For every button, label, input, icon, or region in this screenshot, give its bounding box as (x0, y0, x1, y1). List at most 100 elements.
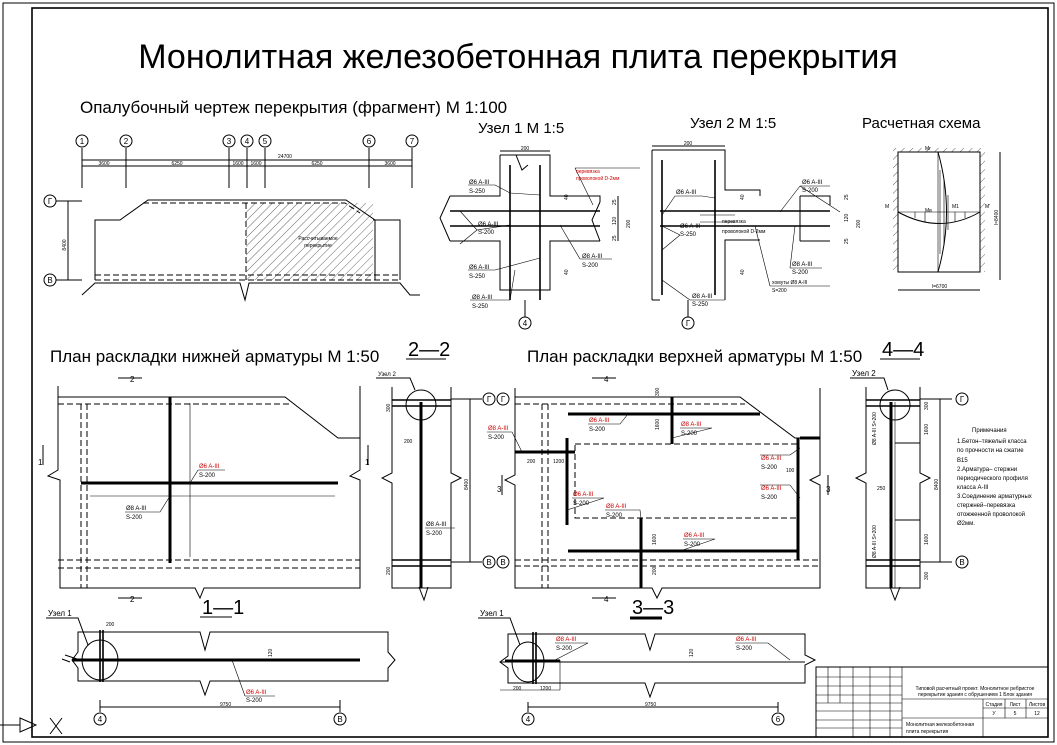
axis-label: 6 (776, 715, 781, 724)
dim-text: 300 (924, 571, 930, 580)
title-block: Типовой расчетный проект. Монолитное реб… (815, 666, 1049, 738)
rebar-label: S-200 (802, 188, 819, 194)
notes-heading: Примечания (972, 428, 1007, 434)
rebar-label: S-200 (426, 531, 443, 537)
rebar-label: Ø6 A-III (802, 180, 823, 186)
rebar-label: S-200 (582, 263, 599, 269)
drawing-name: плита перекрытия (906, 729, 949, 735)
rebar-label: Ø8 A-III (472, 295, 493, 301)
rebar-label: Ø6 A-III (246, 690, 267, 696)
rebar-label: Ø6 A-III (589, 418, 610, 424)
note-line: отожженной проволокой (957, 511, 1025, 518)
cut-marker: 4 (604, 595, 609, 604)
lower-plan-heading: План раскладки нижней арматуры М 1:50 (50, 347, 379, 366)
note-line: 3.Соединение арматурных (957, 494, 1032, 500)
dim-text: 6250 (171, 161, 182, 167)
dim-text: 1600 (652, 534, 658, 545)
dim-text: 6250 (311, 161, 322, 167)
dim-text: 200 (521, 146, 530, 152)
dim-text: 200 (404, 439, 413, 445)
node-1-detail: Узел 1 М 1:5 200 25 120 200 25 40 40 Ø6 … (439, 120, 640, 330)
axis-label: 4 (98, 715, 103, 724)
row-label: Г (960, 395, 965, 404)
axis-label: 4 (245, 137, 250, 146)
moment-label: М (885, 204, 889, 210)
rebar-label: Ø8 A-III (792, 262, 813, 268)
rebar-label: Ø6 A-III (573, 492, 594, 498)
dim-text: 9750 (645, 702, 656, 708)
section-tag: 1—1 (202, 597, 244, 619)
cut-marker: 1 (365, 458, 370, 467)
dim-text: 200 (626, 219, 632, 228)
page-title: Монолитная железобетонная плита перекрыт… (138, 38, 898, 76)
dim-text: 1600 (250, 161, 261, 167)
axis-label: 4 (523, 319, 528, 328)
rebar-label: Ø8 A-III S=200 (872, 525, 878, 558)
axis-label: 7 (410, 137, 415, 146)
dim-text: 9750 (220, 702, 231, 708)
dim-text: 1600 (655, 419, 661, 430)
dim-text: 25 (844, 238, 850, 244)
dim-text: 1200 (553, 459, 564, 465)
dim-text: l=8400 (994, 210, 1000, 225)
rebar-label: Ø8 A-III (681, 422, 702, 428)
rebar-label: Ø6 A-III (736, 637, 757, 643)
rebar-label: Ø8 A-III (126, 506, 147, 512)
note-line: по прочности на сжатие (957, 448, 1024, 454)
dim-text: 100 (786, 468, 795, 474)
dim-text: 300 (655, 387, 661, 396)
wire-note: проволокой D-2мм (576, 175, 620, 182)
moment-label: Мг (925, 146, 931, 152)
rebar-label: S-200 (606, 513, 623, 519)
axis-label: 5 (263, 137, 268, 146)
wire-note: перевязка (722, 219, 746, 225)
rebar-label: Ø8 A-III (692, 294, 713, 300)
dim-text: 200 (652, 566, 658, 575)
axis-label: 6 (367, 137, 372, 146)
sheet-value: 5 (1014, 711, 1017, 717)
total-dim: 24700 (278, 154, 292, 160)
dim-text: 200 (386, 566, 392, 575)
dim-text: 1600 (924, 424, 930, 435)
dim-text: 25 (612, 199, 618, 205)
rebar-label: Ø8 A-III (606, 504, 627, 510)
dim-text: l=6700 (932, 284, 947, 290)
lower-reinforcement-plan: План раскладки нижней арматуры М 1:50 2—… (38, 339, 450, 604)
rebar-label: Ø6 A-III (199, 464, 220, 470)
rebar-label: Ø6 A-III (676, 190, 697, 196)
node-callout: Узел 1 (48, 609, 72, 618)
cut-marker: 1 (38, 458, 43, 467)
rebar-label: S-200 (478, 230, 495, 236)
dim-text: 200 (684, 141, 693, 147)
notes: Примечания 1.Бетон–тяжелый класса по про… (957, 428, 1032, 527)
rebar-label: Ø8 A-III S=200 (872, 412, 878, 445)
drawing-name: Монолитная железобетонная (906, 722, 974, 728)
dim-text: 200 (527, 459, 536, 465)
rebar-label: S-200 (761, 465, 778, 471)
axis-label: Г (686, 319, 691, 328)
cut-marker: 3 (497, 485, 502, 494)
rebar-label: S-200 (573, 501, 590, 507)
dim-text: 120 (689, 648, 695, 657)
rebar-label: S-200 (199, 473, 216, 479)
node-2-heading: Узел 2 М 1:5 (690, 115, 776, 132)
note-line: 2.Арматура– стержни (957, 467, 1017, 473)
rebar-label: S-200 (556, 646, 573, 652)
rebar-label: S-200 (488, 435, 505, 441)
dim-text: 40 (740, 269, 746, 275)
node-callout: Узел 2 (378, 372, 396, 378)
stage-header: Стадия (985, 702, 1002, 708)
note-line: В15 (957, 458, 968, 464)
dim-text: 300 (386, 403, 392, 412)
rebar-label: Ø8 A-III (556, 637, 577, 643)
note-line: Ø2мм. (957, 521, 975, 527)
node-2-detail: Узел 2 М 1:5 200 25 120 200 25 40 40 Ø6 … (651, 115, 862, 330)
dim-text: 8400 (934, 479, 940, 490)
rebar-label: Ø6 A-III (680, 224, 701, 230)
rebar-label: S-200 (684, 542, 701, 548)
moment-label: М' (985, 204, 990, 210)
sheets-value: 12 (1034, 711, 1040, 717)
axis-label: 1 (80, 137, 85, 146)
rebar-label: S-200 (589, 427, 606, 433)
